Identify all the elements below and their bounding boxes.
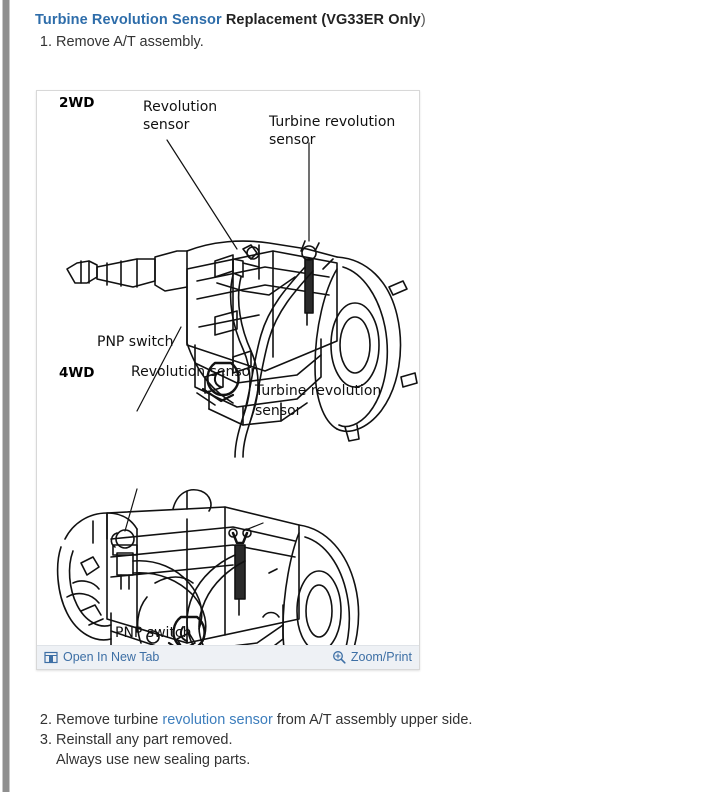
diagram-panel-mode-2wd: 2WD bbox=[59, 95, 95, 111]
zoom-print-label: Zoom/Print bbox=[350, 650, 412, 664]
figure-toolbar: Open In New Tab Zoom/Print bbox=[37, 645, 419, 669]
figure-card: 2WD Revolution sensor Turbine revolution… bbox=[36, 90, 420, 670]
step-item-3: 3.Reinstall any part removed. bbox=[36, 732, 233, 748]
diagram-2wd-revolution-sensor-line2: sensor bbox=[143, 117, 190, 133]
diagram-4wd-turbine-revolution-sensor-line1: Turbine revolution bbox=[254, 383, 381, 399]
step-note-text: Always use new sealing parts. bbox=[56, 752, 251, 768]
transmission-diagram-image[interactable]: 2WD Revolution sensor Turbine revolution… bbox=[37, 91, 419, 645]
procedure-heading-paren: ) bbox=[420, 12, 426, 28]
diagram-4wd-pnp-switch: PNP switch bbox=[115, 625, 192, 641]
step-item-3-note: Always use new sealing parts. bbox=[56, 752, 250, 768]
step-number-1: 1. bbox=[39, 34, 52, 50]
gutter-edge-left bbox=[2, 0, 3, 792]
open-in-new-tab-label: Open In New Tab bbox=[63, 650, 160, 664]
revolution-sensor-link[interactable]: revolution sensor bbox=[162, 712, 273, 728]
open-in-new-tab-icon bbox=[44, 650, 58, 664]
step-text-2-post: from A/T assembly upper side. bbox=[272, 712, 473, 728]
page-left-gutter bbox=[0, 0, 11, 792]
step-text-3: Reinstall any part removed. bbox=[56, 732, 233, 748]
procedure-heading-link[interactable]: Turbine Revolution Sensor bbox=[35, 12, 222, 28]
step-text-2-pre: Remove turbine bbox=[56, 712, 163, 728]
diagram-2wd-pnp-switch: PNP switch bbox=[97, 334, 174, 350]
diagram-2wd-turbine-revolution-sensor-line1: Turbine revolution bbox=[268, 114, 395, 130]
step-number-3: 3. bbox=[39, 732, 52, 748]
zoom-print-button[interactable]: Zoom/Print bbox=[332, 649, 412, 665]
procedure-heading-plain: Replacement (VG33ER Only bbox=[221, 12, 421, 28]
open-in-new-tab-button[interactable]: Open In New Tab bbox=[44, 649, 159, 665]
step-text-1: Remove A/T assembly. bbox=[56, 34, 204, 50]
diagram-panel-mode-4wd: 4WD bbox=[59, 365, 95, 381]
diagram-4wd-revolution-sensor: Revolution sensor bbox=[131, 364, 256, 380]
magnifier-plus-icon bbox=[332, 650, 346, 664]
step-number-2: 2. bbox=[39, 712, 52, 728]
diagram-2wd-revolution-sensor-line1: Revolution bbox=[143, 99, 217, 115]
procedure-heading: Turbine Revolution Sensor Replacement (V… bbox=[35, 12, 426, 28]
step-item-2: 2.Remove turbine revolution sensor from … bbox=[36, 712, 473, 728]
vertical-scrollbar-thumb[interactable] bbox=[3, 0, 9, 792]
gutter-edge-right bbox=[9, 0, 10, 792]
step-item-1: 1.Remove A/T assembly. bbox=[36, 34, 204, 50]
diagram-2wd-turbine-revolution-sensor-line2: sensor bbox=[269, 132, 316, 148]
diagram-4wd-turbine-revolution-sensor-line2: sensor bbox=[255, 403, 302, 419]
